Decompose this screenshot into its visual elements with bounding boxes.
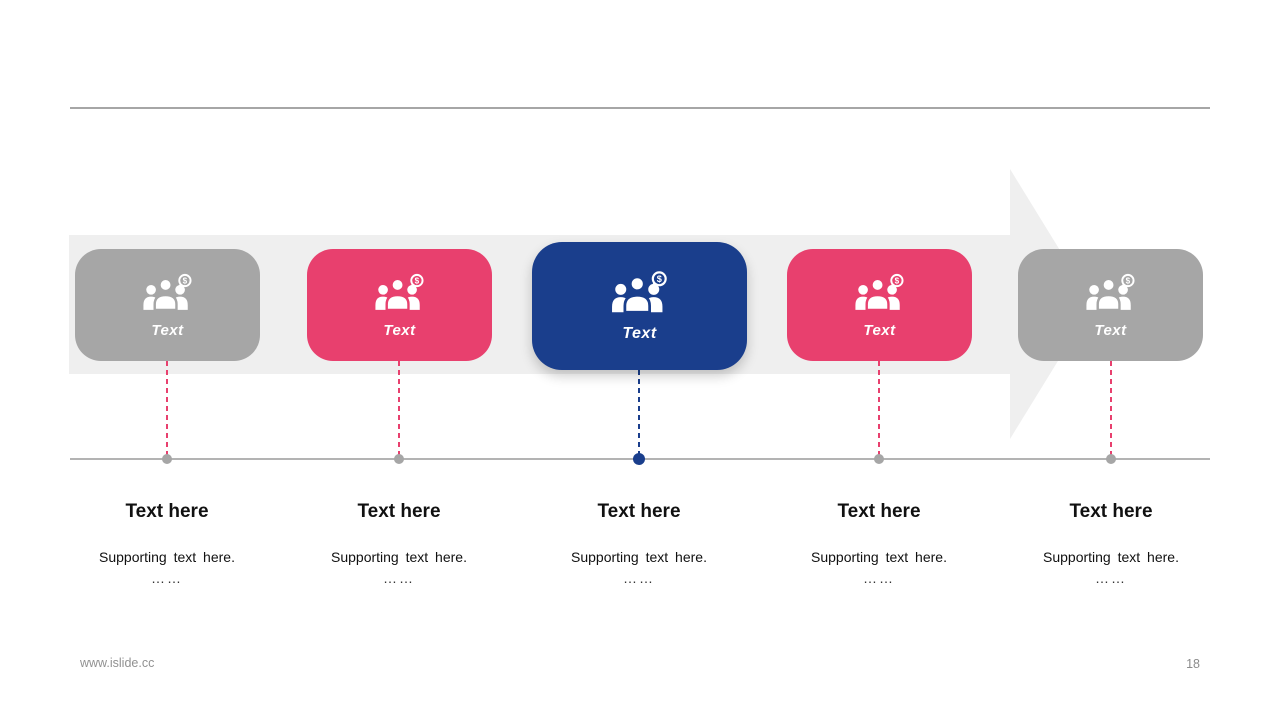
process-card-2[interactable]: $ Text	[307, 249, 492, 361]
connector-dashed-line-1	[166, 361, 168, 458]
column-heading[interactable]: Text here	[837, 501, 921, 522]
column-heading[interactable]: Text here	[597, 501, 681, 522]
column-supporting-text[interactable]: Supporting text here.	[99, 549, 235, 565]
process-card-1[interactable]: $ Text	[75, 249, 260, 361]
text-column-4: Text here Supporting text here. ……	[759, 500, 999, 586]
column-ellipsis[interactable]: ……	[623, 570, 655, 586]
svg-text:$: $	[1125, 276, 1130, 285]
dollar-bubble-icon: $	[1119, 273, 1135, 289]
column-heading[interactable]: Text here	[125, 501, 209, 522]
connector-dashed-line-4	[878, 361, 880, 458]
card-label[interactable]: Text	[863, 321, 896, 339]
connector-dashed-line-3	[638, 370, 640, 458]
people-dollar-icon: $	[611, 271, 667, 314]
people-dollar-icon: $	[1085, 273, 1135, 311]
card-label[interactable]: Text	[151, 321, 184, 339]
people-dollar-icon: $	[374, 273, 424, 311]
footer-link[interactable]: www.islide.cc	[80, 656, 155, 670]
card-label[interactable]: Text	[383, 321, 416, 339]
text-column-2: Text here Supporting text here. ……	[279, 500, 519, 586]
timeline-dot-5	[1106, 454, 1116, 464]
column-supporting-text[interactable]: Supporting text here.	[1043, 549, 1179, 565]
svg-text:$: $	[656, 274, 661, 284]
process-card-5[interactable]: $ Text	[1018, 249, 1203, 361]
people-dollar-icon: $	[142, 273, 192, 311]
timeline-dot-4	[874, 454, 884, 464]
column-ellipsis[interactable]: ……	[1095, 570, 1127, 586]
page-number: 18	[1186, 657, 1200, 671]
column-ellipsis[interactable]: ……	[863, 570, 895, 586]
dollar-bubble-icon: $	[408, 273, 424, 289]
column-heading[interactable]: Text here	[1069, 501, 1153, 522]
dollar-bubble-icon: $	[888, 273, 904, 289]
process-card-4[interactable]: $ Text	[787, 249, 972, 361]
dollar-bubble-icon: $	[650, 271, 667, 288]
column-supporting-text[interactable]: Supporting text here.	[571, 549, 707, 565]
svg-text:$: $	[182, 276, 187, 285]
timeline-dot-1	[162, 454, 172, 464]
connector-dashed-line-2	[398, 361, 400, 458]
text-column-3: Text here Supporting text here. ……	[519, 500, 759, 586]
timeline-dot-2	[394, 454, 404, 464]
dollar-bubble-icon: $	[176, 273, 192, 289]
text-column-5: Text here Supporting text here. ……	[991, 500, 1231, 586]
column-ellipsis[interactable]: ……	[383, 570, 415, 586]
column-supporting-text[interactable]: Supporting text here.	[811, 549, 947, 565]
top-divider-line	[70, 107, 1210, 109]
card-label[interactable]: Text	[1094, 321, 1127, 339]
svg-text:$: $	[894, 276, 899, 285]
column-ellipsis[interactable]: ……	[151, 570, 183, 586]
connector-dashed-line-5	[1110, 361, 1112, 458]
column-supporting-text[interactable]: Supporting text here.	[331, 549, 467, 565]
process-card-3-highlighted[interactable]: $ Text	[532, 242, 747, 370]
card-label[interactable]: Text	[622, 325, 657, 342]
people-dollar-icon: $	[854, 273, 904, 311]
column-heading[interactable]: Text here	[357, 501, 441, 522]
text-column-1: Text here Supporting text here. ……	[47, 500, 287, 586]
timeline-dot-3	[633, 453, 645, 465]
svg-text:$: $	[414, 276, 419, 285]
